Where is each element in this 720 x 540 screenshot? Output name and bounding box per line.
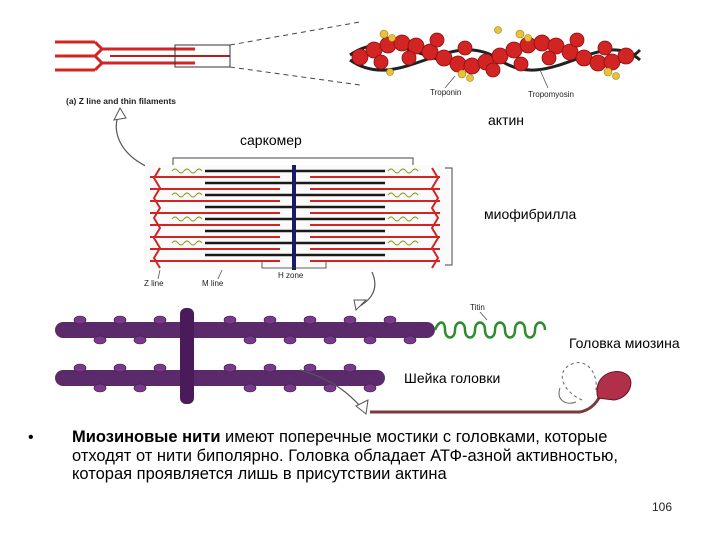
tropomyosin-label: Tropomyosin: [528, 90, 574, 99]
myosin-molecule: [370, 362, 632, 414]
z-line-label: Z line: [144, 279, 164, 288]
sarcomere-label: саркомер: [236, 130, 306, 150]
troponin-label: Troponin: [430, 88, 462, 97]
myosin-head-label: Головка миозина: [565, 333, 684, 353]
titin-label: Titin: [470, 303, 485, 312]
bullet-text: Миозиновые нити имеют поперечные мостики…: [72, 428, 662, 484]
titin-spring: [433, 321, 547, 339]
bullet-marker: •: [28, 429, 34, 446]
bullet-body: имеют поперечные мостики с головками, ко…: [72, 428, 618, 483]
bullet-bold-term: Миозиновые нити: [72, 428, 221, 446]
sarcomere-bracket: [172, 157, 414, 165]
magnified-actin-filament: [349, 26, 642, 82]
panel-a-caption: (a) Z line and thin filaments: [66, 96, 177, 106]
zoom-box: [174, 44, 231, 68]
h-zone-label: H zone: [278, 271, 304, 280]
page-number: 106: [652, 500, 673, 514]
myosin-filaments: [55, 308, 435, 404]
sarcomere-diagram: [145, 165, 453, 270]
actin-label: актин: [484, 110, 529, 130]
z-line-thin-filaments: [55, 40, 230, 72]
myofibril-label: миофибрилла: [480, 204, 581, 224]
head-neck-label: Шейка головки: [400, 368, 505, 388]
m-line-label: M line: [202, 279, 224, 288]
